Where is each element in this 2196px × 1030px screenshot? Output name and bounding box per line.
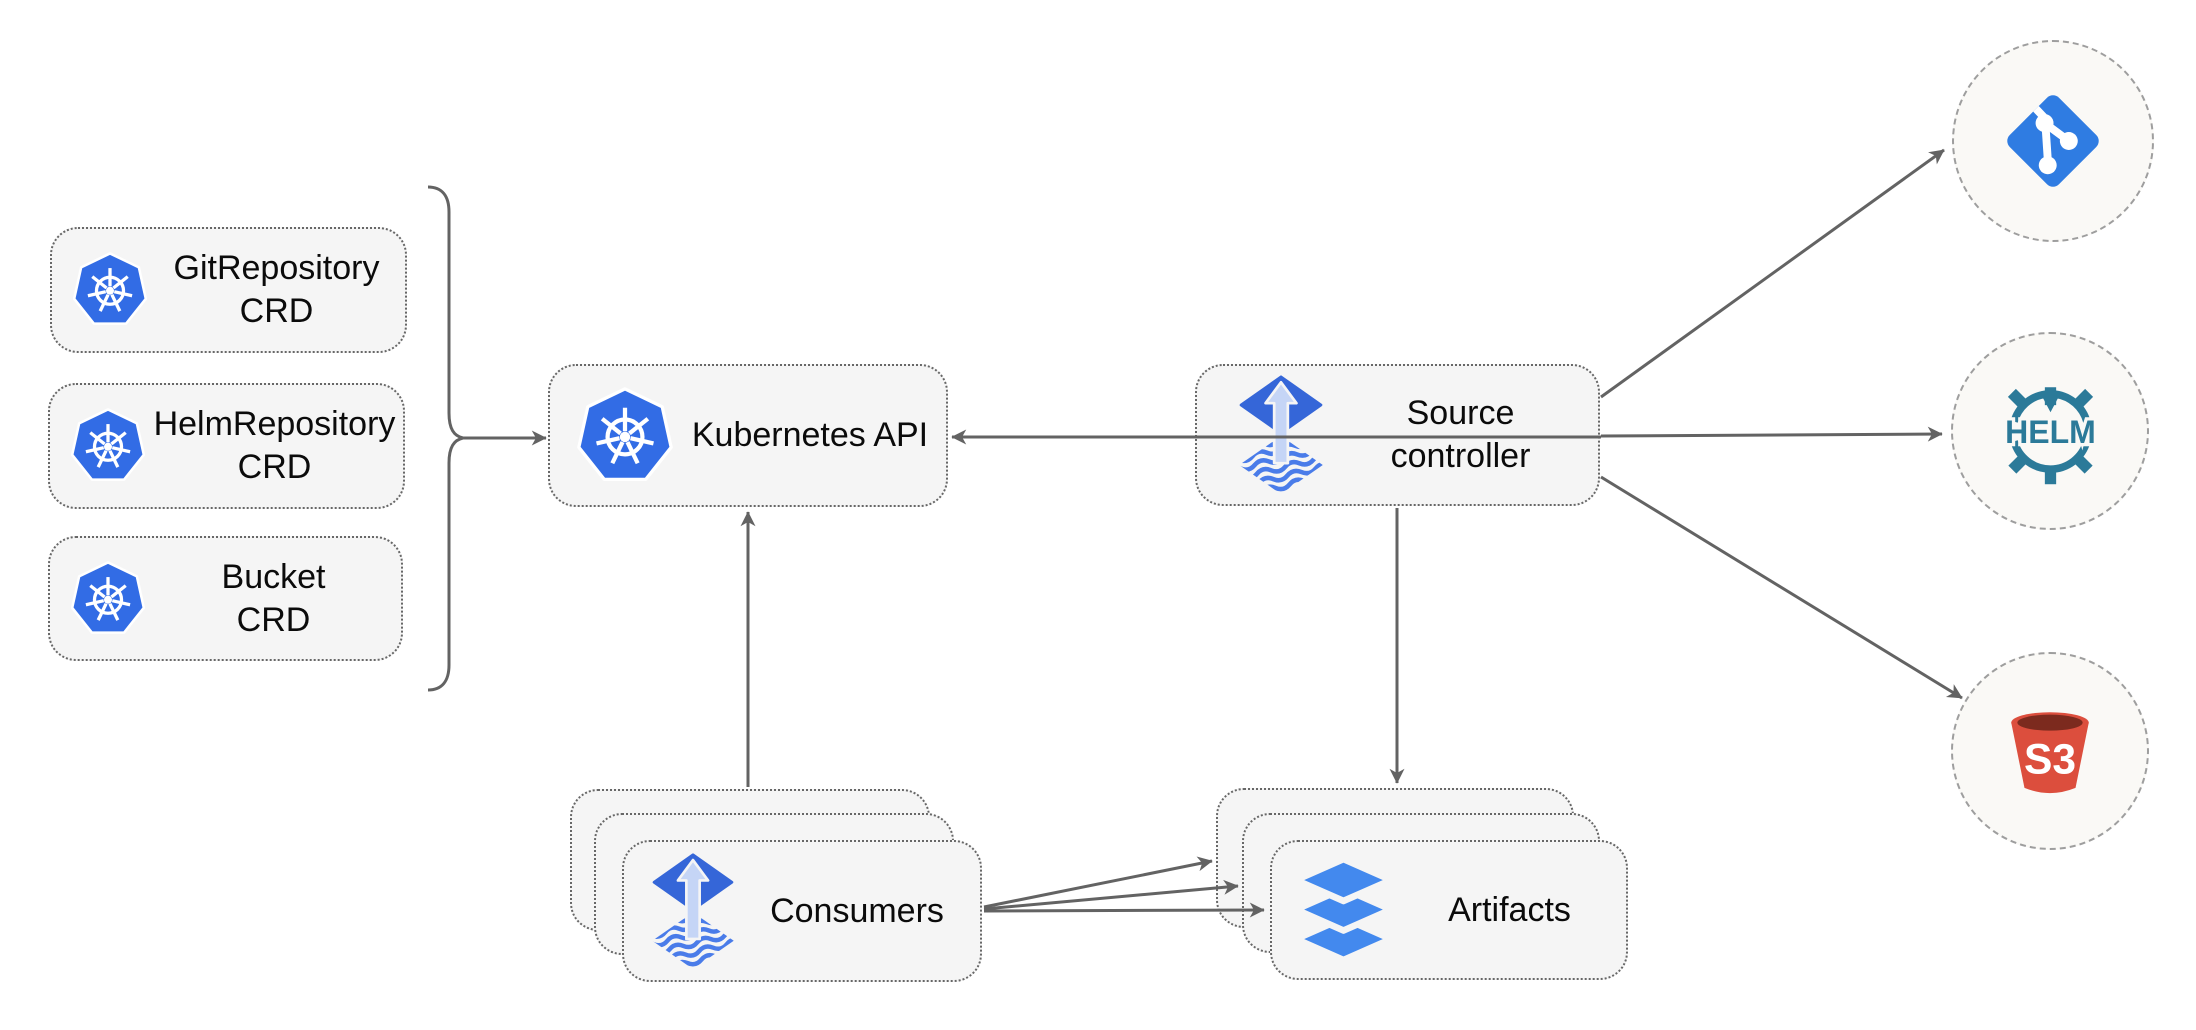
node-label: Kubernetes API [691,416,929,454]
node-bucket-crd: Bucket CRD [48,536,403,661]
node-label: GitRepository CRD [173,249,380,330]
endpoint-helm: HELM [1951,332,2149,530]
git-icon [2007,91,2099,187]
arrow-source-controller-to-helm [1600,426,1943,442]
s3-bucket-icon: S3 [2011,712,2089,794]
helm-icon: HELM [2001,386,2099,484]
layers-icon [1294,856,1393,964]
arrow-source-controller-to-git [1600,148,1945,399]
node-label: Consumers [770,891,944,930]
flux-icon [652,853,734,970]
arrow-consumers-to-artifacts-2 [983,879,1239,911]
node-source-controller: Source controller [1195,364,1600,506]
node-helmrepository-crd: HelmRepository CRD [48,383,405,509]
node-label: Artifacts [1448,890,1571,929]
kubernetes-icon [576,387,674,485]
node-label: Source controller [1390,394,1531,475]
endpoint-git [1952,40,2154,242]
kubernetes-icon [70,408,146,484]
flux-icon [1239,375,1323,495]
node-artifacts: Artifacts [1270,840,1628,980]
arrow-source-controller-to-s3 [1600,475,1963,700]
arrow-consumers-to-artifacts-1 [983,856,1213,909]
node-kubernetes-api: Kubernetes API [548,364,948,507]
helm-label: HELM [2005,413,2096,449]
node-label: Bucket CRD [221,557,326,639]
s3-label: S3 [2024,736,2076,784]
kubernetes-icon [72,252,148,328]
kubernetes-icon [70,561,146,637]
node-gitrepository-crd: GitRepository CRD [50,227,407,353]
node-consumers: Consumers [622,840,982,982]
crd-group-brace [427,185,464,692]
node-label: HelmRepository CRD [153,405,396,486]
endpoint-s3: S3 [1951,652,2149,850]
